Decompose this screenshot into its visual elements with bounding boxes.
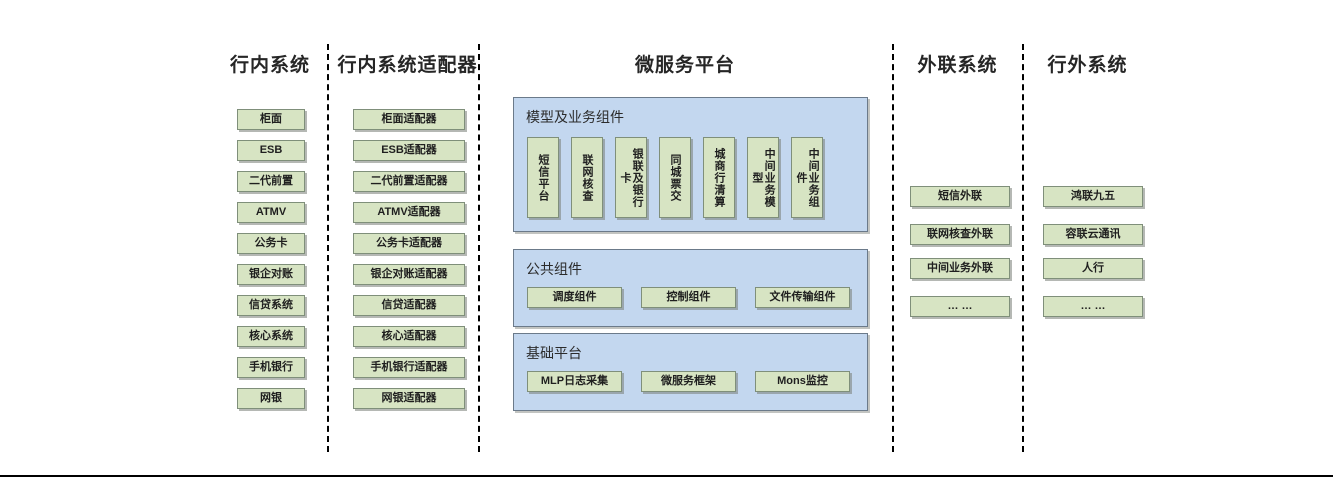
node-outside-bank-system[interactable]: 鸿联九五 <box>1043 186 1143 207</box>
node-business-component[interactable]: 联网核查 <box>571 137 603 218</box>
node-base-platform-component[interactable]: 微服务框架 <box>641 371 736 392</box>
node-internal-adapter[interactable]: 信贷适配器 <box>353 295 465 316</box>
node-public-component[interactable]: 调度组件 <box>527 287 622 308</box>
node-external-link-system[interactable]: 中间业务外联 <box>910 258 1010 279</box>
node-base-platform-component[interactable]: MLP日志采集 <box>527 371 622 392</box>
divider-4 <box>1022 44 1024 452</box>
node-internal-system[interactable]: 信贷系统 <box>237 295 305 316</box>
panel-title-base-platform: 基础平台 <box>526 345 582 361</box>
node-business-component[interactable]: 中间业务模型 <box>747 137 779 218</box>
node-internal-system[interactable]: ESB <box>237 140 305 161</box>
column-title-internal-systems: 行内系统 <box>229 55 310 76</box>
node-internal-system[interactable]: 公务卡 <box>237 233 305 254</box>
node-outside-bank-system[interactable]: 容联云通讯 <box>1043 224 1143 245</box>
node-outside-bank-system[interactable]: … … <box>1043 296 1143 317</box>
node-internal-adapter[interactable]: 手机银行适配器 <box>353 357 465 378</box>
node-internal-adapter[interactable]: 二代前置适配器 <box>353 171 465 192</box>
divider-3 <box>892 44 894 452</box>
column-title-outside-bank-systems: 行外系统 <box>1047 55 1128 76</box>
node-business-component[interactable]: 银联及银行卡 <box>615 137 647 218</box>
node-internal-adapter[interactable]: 公务卡适配器 <box>353 233 465 254</box>
divider-1 <box>327 44 329 452</box>
node-internal-system[interactable]: 柜面 <box>237 109 305 130</box>
node-internal-system[interactable]: 银企对账 <box>237 264 305 285</box>
column-title-external-link-systems: 外联系统 <box>917 55 998 76</box>
node-outside-bank-system[interactable]: 人行 <box>1043 258 1143 279</box>
node-business-component[interactable]: 中间业务组件 <box>791 137 823 218</box>
node-internal-system[interactable]: 二代前置 <box>237 171 305 192</box>
node-internal-adapter[interactable]: ESB适配器 <box>353 140 465 161</box>
panel-title-model-business-components: 模型及业务组件 <box>526 109 624 125</box>
column-title-microservice-platform: 微服务平台 <box>634 55 735 76</box>
node-external-link-system[interactable]: 联网核查外联 <box>910 224 1010 245</box>
node-internal-adapter[interactable]: 柜面适配器 <box>353 109 465 130</box>
column-title-internal-adapters: 行内系统适配器 <box>337 55 478 76</box>
node-business-component[interactable]: 同城票交 <box>659 137 691 218</box>
divider-2 <box>478 44 480 452</box>
node-base-platform-component[interactable]: Mons监控 <box>755 371 850 392</box>
node-public-component[interactable]: 文件传输组件 <box>755 287 850 308</box>
node-business-component[interactable]: 短信平台 <box>527 137 559 218</box>
bottom-rule <box>0 475 1333 477</box>
node-business-component[interactable]: 城商行清算 <box>703 137 735 218</box>
node-internal-adapter[interactable]: 核心适配器 <box>353 326 465 347</box>
node-internal-system[interactable]: 核心系统 <box>237 326 305 347</box>
node-internal-system[interactable]: 手机银行 <box>237 357 305 378</box>
node-internal-adapter[interactable]: 银企对账适配器 <box>353 264 465 285</box>
panel-title-public-components: 公共组件 <box>526 261 582 277</box>
node-public-component[interactable]: 控制组件 <box>641 287 736 308</box>
node-internal-system[interactable]: 网银 <box>237 388 305 409</box>
node-internal-system[interactable]: ATMV <box>237 202 305 223</box>
node-external-link-system[interactable]: … … <box>910 296 1010 317</box>
node-external-link-system[interactable]: 短信外联 <box>910 186 1010 207</box>
node-internal-adapter[interactable]: ATMV适配器 <box>353 202 465 223</box>
node-internal-adapter[interactable]: 网银适配器 <box>353 388 465 409</box>
